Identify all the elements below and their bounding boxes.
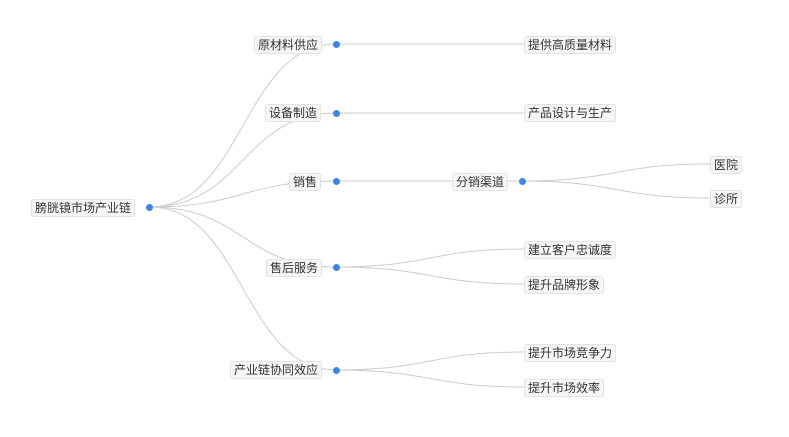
node-equipment-label[interactable]: 设备制造 xyxy=(265,104,322,122)
link-synergy-to-efficiency xyxy=(335,369,525,388)
node-competitiveness-label[interactable]: 提升市场竞争力 xyxy=(524,344,617,362)
link-synergy-to-competitiveness xyxy=(335,351,525,371)
node-loyalty-label[interactable]: 建立客户忠诚度 xyxy=(524,241,617,259)
node-after-sales-label[interactable]: 售后服务 xyxy=(266,259,323,277)
link-distribution-to-clinic xyxy=(521,180,711,199)
node-design-production-label[interactable]: 产品设计与生产 xyxy=(524,104,617,122)
link-after-sales-to-loyalty xyxy=(335,248,525,268)
node-raw-materials-label[interactable]: 原材料供应 xyxy=(254,36,323,54)
link-root-to-synergy xyxy=(149,206,337,371)
node-quality-materials-label[interactable]: 提供高质量材料 xyxy=(524,36,617,54)
node-sales-label[interactable]: 销售 xyxy=(289,173,322,191)
node-synergy-dot[interactable] xyxy=(333,367,340,374)
node-brand-label[interactable]: 提升品牌形象 xyxy=(524,276,605,294)
node-synergy-label[interactable]: 产业链协同效应 xyxy=(230,361,323,379)
root-node-label[interactable]: 膀胱镜市场产业链 xyxy=(31,199,136,217)
node-clinic-label[interactable]: 诊所 xyxy=(710,190,743,208)
link-after-sales-to-brand xyxy=(335,266,525,285)
node-efficiency-label[interactable]: 提升市场效率 xyxy=(524,379,605,397)
node-raw-materials-dot[interactable] xyxy=(333,41,340,48)
node-sales-dot[interactable] xyxy=(333,178,340,185)
node-distribution-label[interactable]: 分销渠道 xyxy=(452,173,509,191)
root-node-dot[interactable] xyxy=(146,204,153,211)
node-after-sales-dot[interactable] xyxy=(333,264,340,271)
node-hospital-label[interactable]: 医院 xyxy=(710,156,743,174)
node-equipment-dot[interactable] xyxy=(333,110,340,117)
link-root-to-equipment xyxy=(149,112,337,208)
node-distribution-dot[interactable] xyxy=(519,178,526,185)
link-distribution-to-hospital xyxy=(521,163,711,182)
link-root-to-after-sales xyxy=(149,206,337,268)
